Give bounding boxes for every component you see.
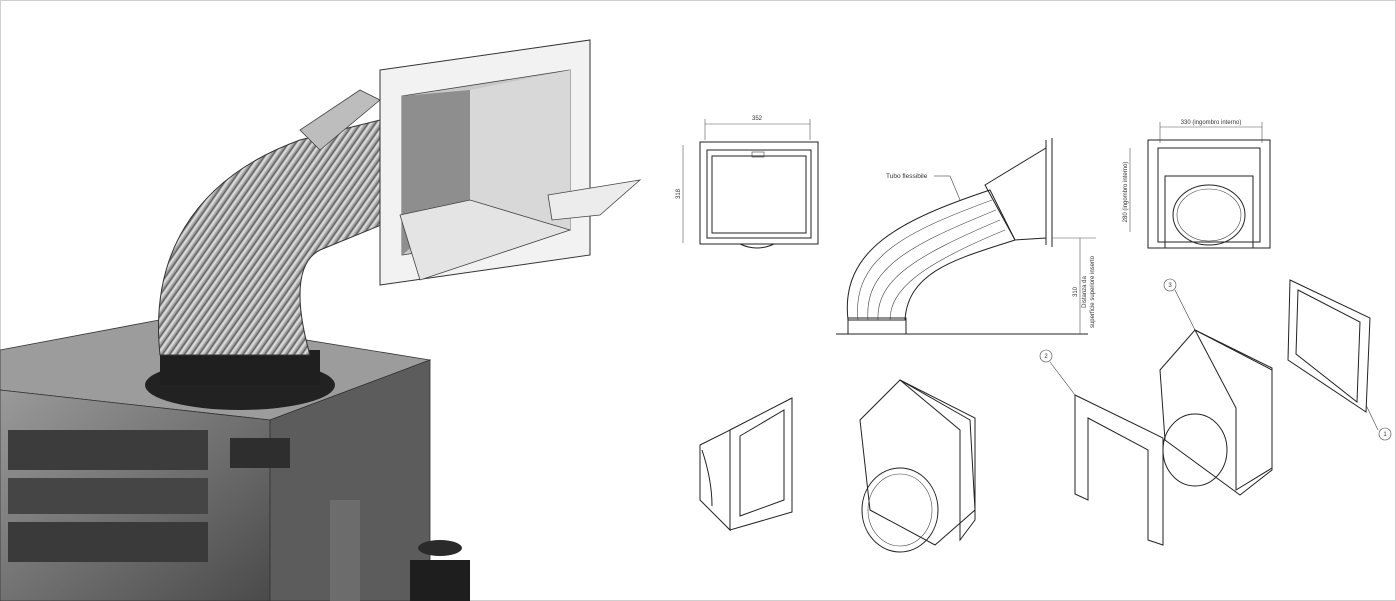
callout-3-label: 3	[1168, 283, 1172, 289]
front-view-drawing: 352 318	[676, 116, 819, 249]
callout-1-label: 1	[1383, 432, 1387, 438]
front-height-label: 318	[676, 188, 682, 199]
hose-label: Tubo flessibile	[886, 173, 928, 180]
rear-view-drawing: 330 (ingombro interno) 280 (ingombro int…	[1123, 120, 1271, 249]
side-view-drawing: Tubo flessibile 310 Distanza da superfic…	[836, 138, 1096, 335]
fireplace-insert-duct-render	[0, 39, 642, 601]
exploded-view: 1 3 2	[1039, 278, 1392, 546]
front-width-label: 352	[752, 116, 763, 122]
distance-value: 310	[1073, 286, 1079, 297]
rear-width-label: 330 (ingombro interno)	[1181, 120, 1242, 126]
rear-height-label: 280 (ingombro interno)	[1123, 162, 1129, 223]
callout-2-label: 2	[1044, 354, 1048, 360]
distance-label-line2: superficie superiore inserto	[1090, 255, 1096, 328]
box-nozzle-3d-view	[859, 379, 976, 553]
outlet-box	[299, 39, 642, 286]
flexible-hose	[158, 114, 431, 356]
technical-drawings: 352 318 Tubo flessibile 310 Distanza da …	[676, 116, 1392, 553]
box-frame-3d-view	[699, 397, 793, 532]
distance-label-line1: Distanza da	[1082, 275, 1088, 307]
